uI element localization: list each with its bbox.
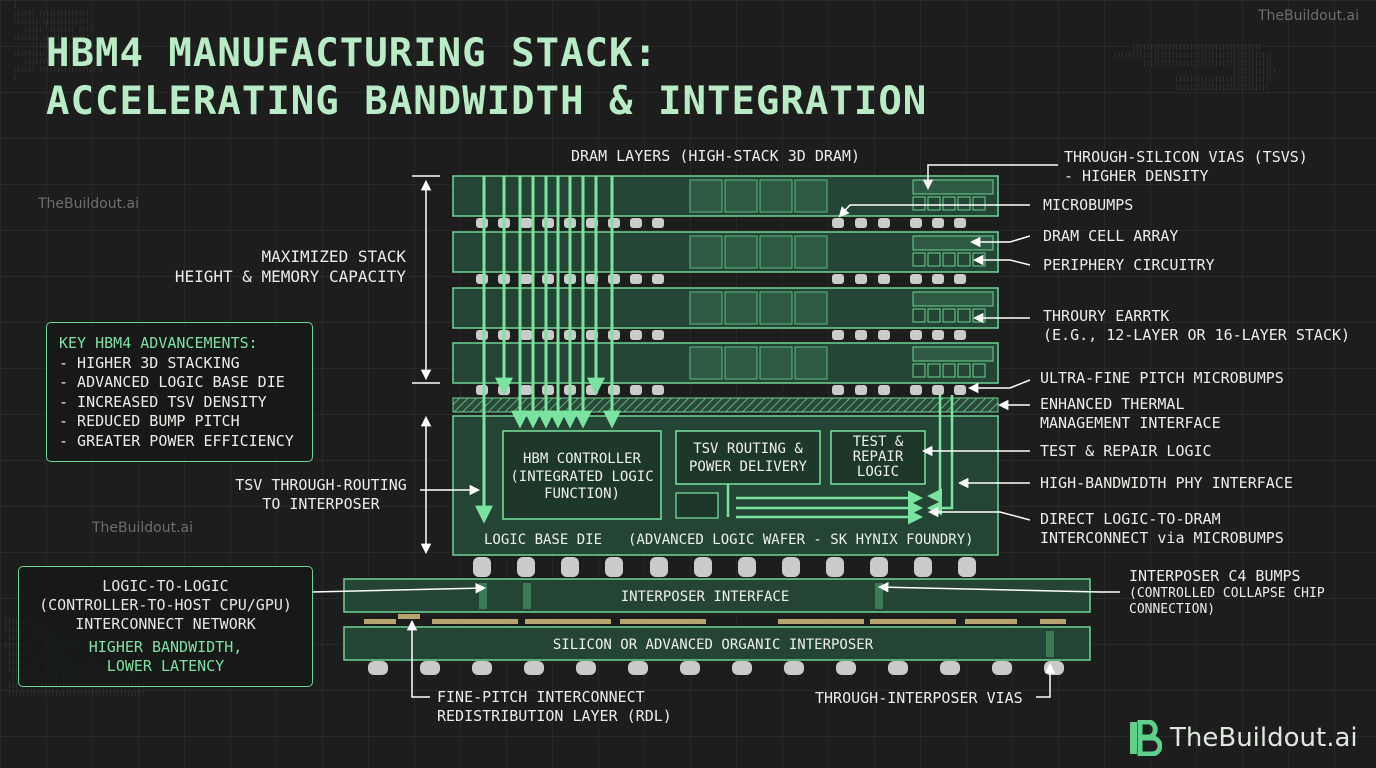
test-repair-label: TEST & REPAIR LOGIC [1040,442,1212,460]
tsv-routing-line-2: TO INTERPOSER [262,495,380,513]
test-logic-text: TEST & REPAIR LOGIC [853,434,904,480]
test-repair-block [830,430,926,485]
brand-name: TheBuildout.ai [1170,723,1358,753]
tsv-power-text: TSV ROUTING & POWER DELIVERY [689,441,808,475]
key-item: - INCREASED TSV DENSITY [59,392,267,411]
stack-height-line-2: HEIGHT & MEMORY CAPACITY [174,267,406,286]
rdl-label: FINE-PITCH INTERCONNECT REDISTRIBUTION L… [437,688,672,726]
code-texture-top-right: |||||||||||||||||||||||||||||||||||| |||… [1113,44,1277,91]
dram-layer-1 [452,175,999,217]
c4-sub-line-2: CONNECTION) [1129,602,1216,617]
rdl-line-2: REDISTRIBUTION LAYER (RDL) [437,707,672,725]
tsvs-label: THROUGH-SILICON VIAS (TSVS) - HIGHER DEN… [1064,148,1308,186]
code-texture-top-left: { |||||| |||||||||||||| ||||||| ||||||||… [13,2,104,81]
phy-interface-label: HIGH-BANDWIDTH PHY INTERFACE [1040,474,1293,492]
svg-text:TSV ROUTING &: TSV ROUTING & [693,441,803,457]
ultra-fine-microbumps-label: ULTRA-FINE PITCH MICROBUMPS [1040,369,1284,387]
interposer-interface-layer [343,578,1091,613]
dram-layer-3 [452,287,999,329]
thermal-interface-label: ENHANCED THERMAL MANAGEMENT INTERFACE [1040,395,1221,433]
rdl-pads [364,614,1066,624]
watermark-left-upper: TheBuildout.ai [38,196,140,212]
phy-block [675,492,719,519]
silicon-interposer-layer [343,626,1091,661]
host-line-2: (CONTROLLER-TO-HOST CPU/GPU) [39,596,292,614]
svg-text:LOGIC: LOGIC [857,464,899,480]
direct-interconnect-label: DIRECT LOGIC-TO-DRAM INTERCONNECT via MI… [1040,510,1284,548]
thermal-interface-layer [452,397,999,413]
interposer-vias [479,583,1054,657]
tsvs-line-2: - HIGHER DENSITY [1064,167,1209,185]
dram-cell-array-label: DRAM CELL ARRAY [1043,227,1179,245]
tsv-routing-label: TSV THROUGH-ROUTING TO INTERPOSER [226,476,416,514]
through-interposer-vias-label: THROUGH-INTERPOSER VIAS [815,689,1023,707]
host-highlight-2: LOWER LATENCY [106,657,225,675]
thermal-line-1: ENHANCED THERMAL [1040,395,1185,413]
watermark-left-lower: TheBuildout.ai [92,520,194,536]
brand-logo: TheBuildout.ai [1128,718,1358,758]
tsvs-line-1: THROUGH-SILICON VIAS (TSVS) [1064,148,1308,166]
dram-layer-2 [452,231,999,273]
svg-text:REPAIR: REPAIR [853,449,904,465]
title-line-1: HBM4 MANUFACTURING STACK: [46,31,658,76]
key-item: - HIGHER 3D STACKING [59,353,240,372]
host-line-1: LOGIC-TO-LOGIC [102,577,229,595]
svg-text:TEST &: TEST & [853,434,904,450]
host-interconnect-box: LOGIC-TO-LOGIC (CONTROLLER-TO-HOST CPU/G… [18,566,313,687]
stack-height-line-1: MAXIMIZED STACK [261,247,407,266]
svg-text:FUNCTION): FUNCTION) [544,486,620,502]
stack-height-label: MAXIMIZED STACK HEIGHT & MEMORY CAPACITY [150,247,406,287]
direct-line-1: DIRECT LOGIC-TO-DRAM [1040,510,1221,528]
throury-line-2: (E.G., 12-LAYER OR 16-LAYER STACK) [1043,326,1351,344]
hbm-controller-block [502,430,662,520]
key-item: - GREATER POWER EFFICIENCY [59,431,294,450]
periphery-circuitry-label: PERIPHERY CIRCUITRY [1043,256,1215,274]
stack-height-arrow [412,175,440,555]
key-advancements-content: KEY HBM4 ADVANCEMENTS: - HIGHER 3D STACK… [47,323,312,462]
svg-text:POWER DELIVERY: POWER DELIVERY [689,459,808,475]
key-advancements-title: KEY HBM4 ADVANCEMENTS: [59,334,258,352]
dram-layers-label: DRAM LAYERS (HIGH-STACK 3D DRAM) [571,147,860,165]
c4-bumps [473,557,976,577]
key-item: - REDUCED BUMP PITCH [59,412,240,430]
interposer-interface-label: INTERPOSER INTERFACE [621,589,790,605]
base-die-label: LOGIC BASE DIE [484,532,602,548]
rdl-line-1: FINE-PITCH INTERCONNECT [437,688,645,706]
tsv-power-block [675,430,821,485]
svg-text:HBM CONTROLLER: HBM CONTROLLER [523,451,642,467]
silicon-interposer-label: SILICON OR ADVANCED ORGANIC INTERPOSER [553,637,874,653]
svg-text:(INTEGRATED LOGIC: (INTEGRATED LOGIC [510,469,653,485]
c4-sub-line-1: (CONTROLLED COLLAPSE CHIP [1129,586,1325,601]
base-die-sublabel: (ADVANCED LOGIC WAFER - SK HYNIX FOUNDRY… [628,532,974,548]
host-line-3: INTERCONNECT NETWORK [75,615,256,633]
host-interconnect-content: LOGIC-TO-LOGIC (CONTROLLER-TO-HOST CPU/G… [19,567,312,686]
dram-layer-4 [452,342,999,384]
microbumps-label: MICROBUMPS [1043,196,1134,214]
c4-bumps-sublabel: (CONTROLLED COLLAPSE CHIP CONNECTION) [1129,586,1325,618]
key-advancements-box: KEY HBM4 ADVANCEMENTS: - HIGHER 3D STACK… [46,322,313,462]
controller-text: HBM CONTROLLER (INTEGRATED LOGIC FUNCTIO… [510,451,653,502]
key-item: - ADVANCED LOGIC BASE DIE [59,373,285,391]
thermal-line-2: MANAGEMENT INTERFACE [1040,414,1221,432]
page-title: HBM4 MANUFACTURING STACK: ACCELERATING B… [46,30,927,126]
bottom-bumps [368,661,1064,675]
host-highlight-1: HIGHER BANDWIDTH, [88,638,243,656]
title-line-2: ACCELERATING BANDWIDTH & INTEGRATION [46,79,928,124]
throury-line-1: THROURY EARRTK [1043,307,1170,325]
b-logo-icon [1130,720,1162,756]
c4-bumps-label: INTERPOSER C4 BUMPS [1129,567,1301,585]
callout-arrows [311,164,1120,698]
watermark-top-right: TheBuildout.ai [1258,8,1360,24]
throury-label: THROURY EARRTK (E.G., 12-LAYER OR 16-LAY… [1043,307,1350,345]
tsv-arrows [475,176,621,524]
direct-line-2: INTERCONNECT via MICROBUMPS [1040,529,1284,547]
right-tsv-lines [726,395,954,525]
tsv-routing-line-1: TSV THROUGH-ROUTING [235,476,407,494]
